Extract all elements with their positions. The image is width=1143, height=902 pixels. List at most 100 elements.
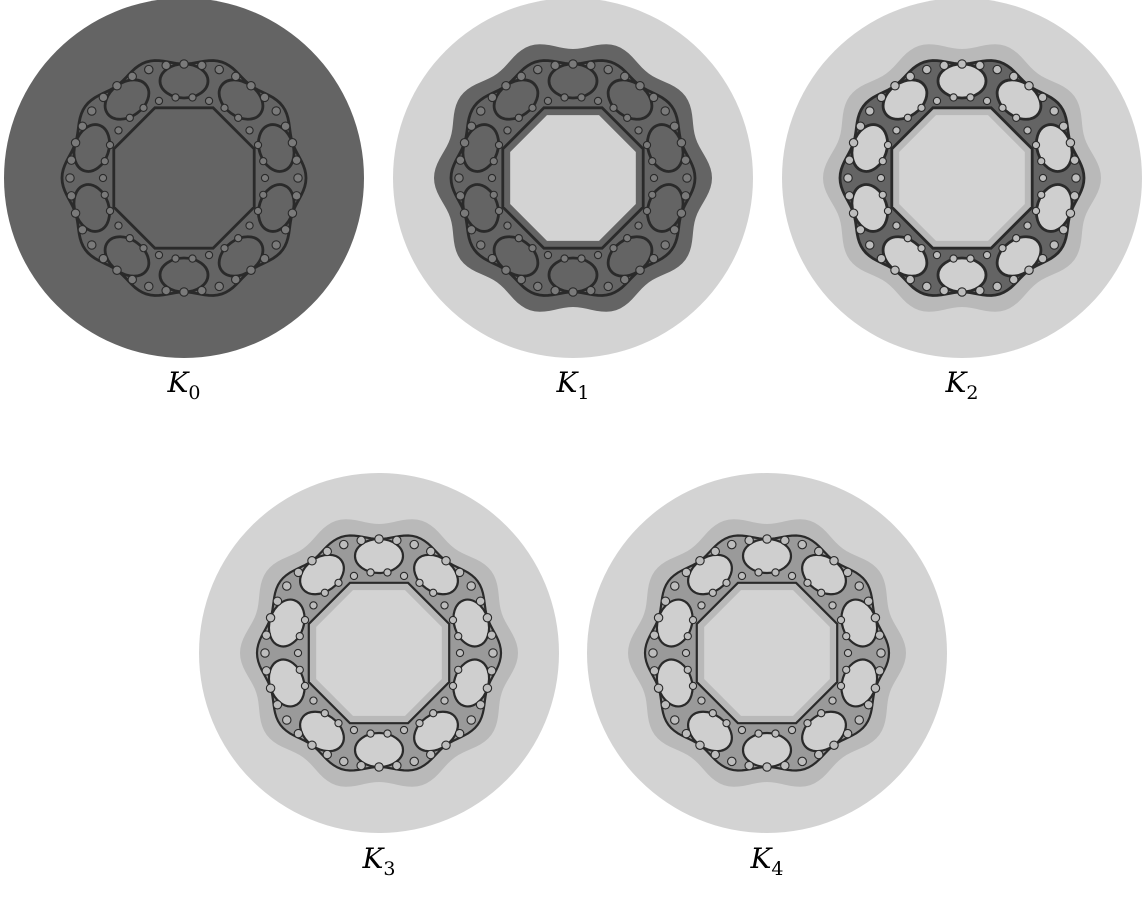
ring-bubble — [334, 719, 343, 728]
ring-bubble — [280, 225, 291, 235]
ring-bubble — [878, 157, 887, 166]
ring-bubble — [307, 740, 317, 750]
ring-bubble — [932, 250, 942, 260]
ring-bubble — [681, 567, 692, 578]
ring-bubble — [161, 60, 171, 71]
ring-bubble — [66, 191, 77, 201]
background-disk — [4, 0, 364, 358]
ring-bubble — [648, 648, 658, 658]
ring-bubble — [100, 157, 109, 166]
ring-bubble — [917, 103, 926, 112]
ring-bubble — [854, 715, 864, 725]
ring-bubble — [1037, 253, 1048, 264]
ring-bubble — [214, 281, 224, 292]
ring-bubble — [516, 71, 526, 82]
ring-bubble — [455, 191, 466, 201]
ring-bubble — [234, 113, 243, 122]
ring-bubble — [642, 140, 652, 150]
ring-bubble — [1024, 265, 1034, 275]
ring-bubble — [1065, 138, 1076, 148]
ring-bubble — [125, 113, 134, 122]
ring-bubble — [466, 225, 477, 235]
ring-bubble — [272, 699, 283, 710]
ring-bubble — [271, 240, 281, 250]
ring-bubble — [214, 64, 224, 75]
ring-bubble — [829, 556, 839, 566]
ring-bubble — [939, 285, 949, 296]
ring-bubble — [787, 725, 797, 735]
ring-bubble — [813, 749, 824, 760]
ring-bubble — [466, 715, 476, 725]
ring-bubble — [855, 225, 866, 235]
ring-bubble — [828, 696, 837, 705]
ring-bubble — [300, 615, 310, 625]
ring-bubble — [1023, 221, 1032, 230]
ring-bubble — [448, 615, 458, 625]
ring-bubble — [65, 173, 75, 183]
ring-bubble — [695, 740, 705, 750]
ring-bubble — [399, 571, 409, 581]
ring-bubble — [737, 725, 747, 735]
ring-bubble — [653, 613, 664, 623]
label-subscript: 4 — [771, 858, 783, 880]
ring-bubble — [486, 630, 497, 640]
ring-bubble — [475, 699, 486, 710]
ring-bubble — [204, 96, 214, 106]
panel-label: K0 — [166, 366, 200, 404]
ring-bubble — [179, 287, 189, 297]
ring-bubble — [669, 121, 680, 132]
ring-bubble — [848, 138, 859, 148]
label-base: K — [944, 366, 968, 399]
ring-bubble — [874, 630, 885, 640]
ring-bubble — [727, 756, 737, 767]
ring-bubble — [708, 709, 717, 718]
ring-bubble — [425, 546, 436, 557]
ring-bubble — [905, 71, 915, 82]
ring-bubble — [293, 173, 303, 183]
ring-bubble — [501, 81, 511, 91]
ring-bubble — [803, 719, 812, 728]
ring-bubble — [441, 740, 451, 750]
ring-bubble — [949, 93, 958, 102]
ring-bubble — [429, 588, 438, 597]
ring-bubble — [349, 725, 359, 735]
ring-bubble — [892, 126, 901, 135]
ring-bubble — [710, 546, 720, 557]
ring-bubble — [865, 240, 875, 250]
ring-bubble — [77, 225, 88, 235]
ring-bubble — [771, 568, 780, 577]
ring-bubble — [293, 728, 304, 739]
ring-bubble — [287, 208, 298, 218]
ring-bubble — [619, 71, 630, 82]
panel-label: K4 — [749, 842, 783, 880]
ring-bubble — [440, 601, 449, 610]
ring-bubble — [282, 581, 292, 591]
ring-bubble — [139, 103, 148, 112]
ring-bubble — [855, 121, 866, 132]
ring-bubble — [932, 96, 942, 106]
ring-bubble — [127, 274, 138, 285]
ring-bubble — [762, 762, 772, 772]
ring-bubble — [623, 113, 632, 122]
ring-bubble — [220, 103, 229, 112]
ring-bubble — [259, 190, 268, 199]
ring-bubble — [1012, 234, 1021, 243]
ring-bubble — [543, 96, 553, 106]
ring-bubble — [854, 581, 864, 591]
ring-bubble — [865, 106, 875, 116]
ring-bubble — [114, 221, 123, 230]
ring-bubble — [220, 243, 229, 253]
ring-bubble — [680, 191, 691, 201]
ring-bubble — [459, 138, 470, 148]
ring-bubble — [848, 208, 859, 218]
ring-bubble — [98, 173, 108, 183]
ring-bubble — [349, 571, 359, 581]
ring-bubble — [957, 59, 967, 69]
ring-bubble — [77, 121, 88, 132]
ring-bubble — [780, 760, 790, 771]
ring-bubble — [797, 539, 807, 550]
ring-bubble — [415, 719, 424, 728]
ring-bubble — [649, 173, 659, 183]
ring-bubble — [586, 285, 596, 296]
ring-bubble — [1065, 208, 1076, 218]
